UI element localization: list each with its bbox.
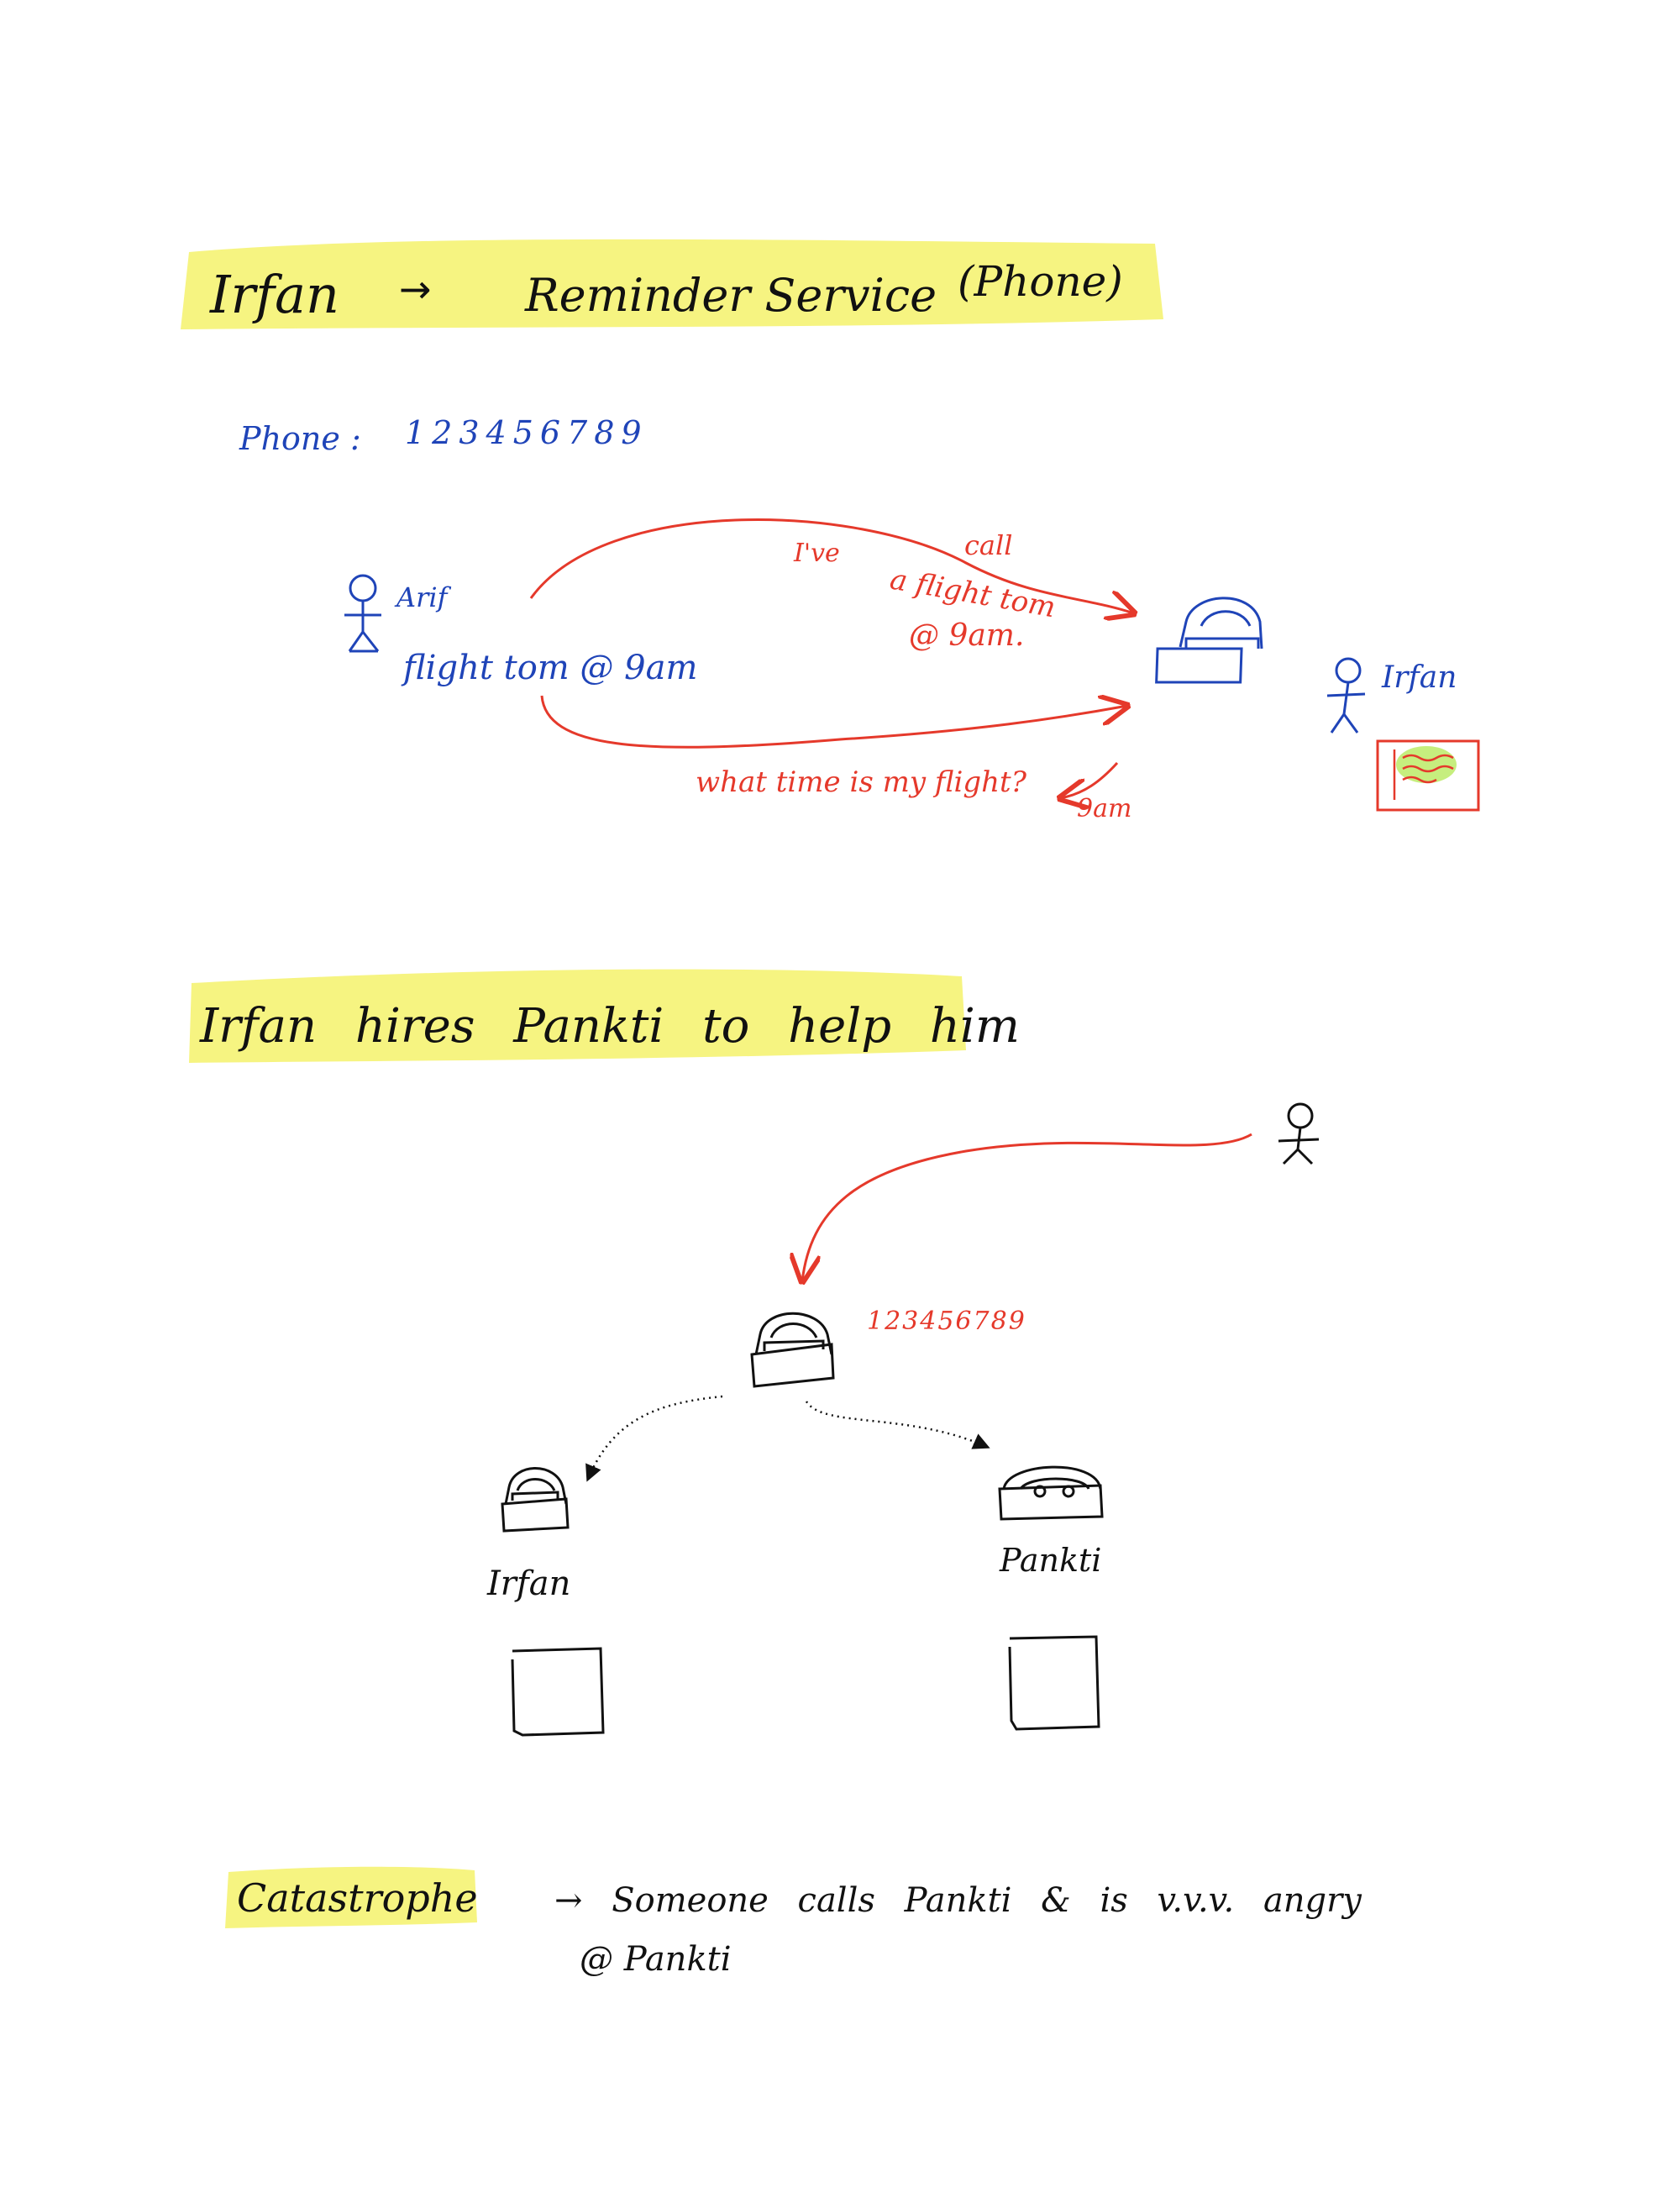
heading3-highlight [225, 1866, 477, 1928]
section3-heading: Catastrophe [225, 1866, 478, 1928]
question-arrow-bottom [540, 696, 1127, 749]
caller-note: flight tom @ 9am [401, 649, 697, 687]
left-box [511, 1647, 605, 1737]
caller-figure: Arif flight tom @ 9am [344, 574, 697, 687]
person-icon [344, 574, 381, 653]
reply-arrow [1060, 761, 1119, 798]
phone-icon [998, 1465, 1104, 1521]
person-icon [1278, 1102, 1320, 1165]
heading2-highlight [189, 969, 966, 1063]
note-icon [1376, 739, 1480, 812]
section2-heading: Irfan hires Pankti to help him [189, 969, 1020, 1063]
reply-label: 9am [1077, 794, 1131, 823]
heading1-arrow: → [399, 266, 432, 312]
phone-number: 123456789 [405, 414, 648, 451]
catastrophe-line1: → Someone calls Pankti & is v.v.v. angry [554, 1881, 1362, 1920]
call-label-flight: a flight tom [887, 562, 1058, 624]
question-label: what time is my flight? [696, 765, 1027, 799]
right-box [1008, 1635, 1100, 1731]
call-arrow-top [529, 518, 1134, 613]
heading2-text: Irfan hires Pankti to help him [199, 999, 1020, 1054]
call-label-ive: I've [793, 539, 840, 568]
forward-arrow-right [805, 1401, 990, 1449]
heading3-text: Catastrophe [237, 1875, 478, 1921]
call-label-call: call [964, 529, 1012, 561]
phone-label: Phone : [239, 420, 361, 457]
phone-icon [1155, 597, 1263, 684]
phone-icon [501, 1467, 570, 1533]
person-icon [1326, 657, 1366, 734]
phone-icon [750, 1312, 835, 1388]
forward-arrow-left [585, 1395, 723, 1482]
receiver-figure: Irfan [1326, 657, 1480, 812]
receiver-name: Irfan [1381, 660, 1457, 695]
incoming-call-arrow [802, 1133, 1252, 1281]
heading1-phone: (Phone) [958, 257, 1123, 306]
section1-heading: Irfan → Reminder Service (Phone) [181, 239, 1163, 329]
call-label-time: @ 9am. [909, 618, 1024, 653]
caller-name: Arif [394, 581, 452, 613]
number-label: 123456789 [867, 1307, 1026, 1336]
left-phone-label: Irfan [486, 1564, 570, 1603]
heading1-irfan: Irfan [209, 264, 339, 325]
catastrophe-line2: @ Pankti [580, 1940, 732, 1979]
heading1-highlight [181, 239, 1163, 329]
heading1-reminder-service: Reminder Service [524, 269, 937, 322]
right-phone-label: Pankti [999, 1542, 1101, 1579]
